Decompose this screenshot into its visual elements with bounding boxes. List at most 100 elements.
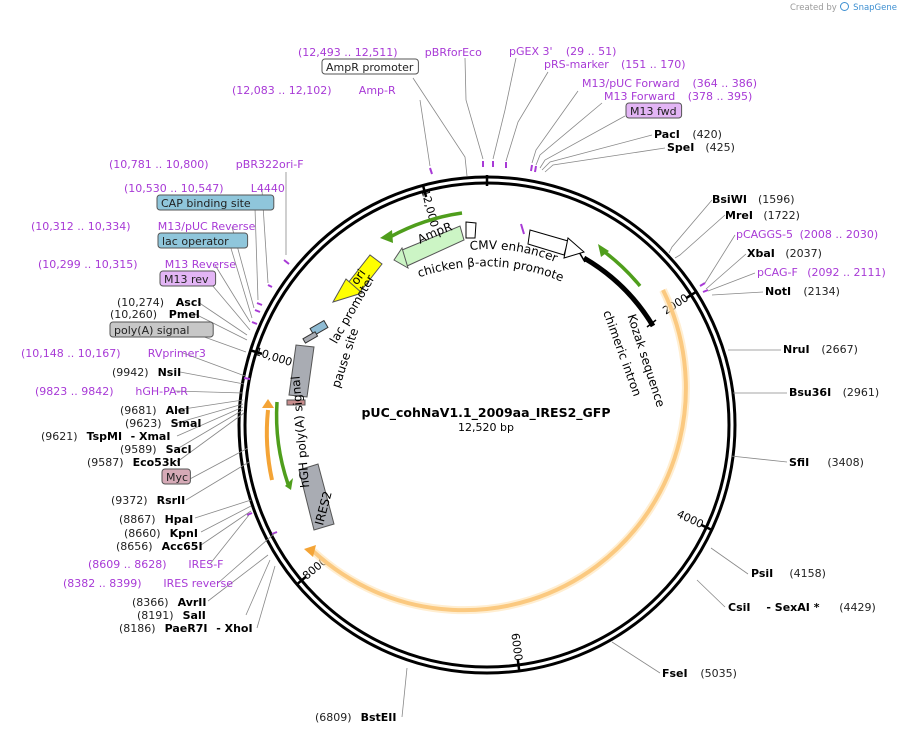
annot-kpni-pos: (8660)	[124, 527, 161, 540]
annot-hgh-pa-r-pos: (9823 .. 9842)	[35, 385, 114, 398]
annot-psii-name: PsiI	[751, 567, 773, 580]
annot-bsteii-pos: (6809)	[315, 711, 352, 724]
annot-tspmi-pos: (9621)	[41, 430, 78, 443]
annot-cap-box-box	[156, 194, 275, 211]
intron-end-tick	[646, 319, 657, 328]
annot-fsei-name: FseI	[662, 667, 688, 680]
annot-pbr322ori-f-pos: (10,781 .. 10,800)	[109, 158, 209, 171]
annot-pcag-f-name: pCAG-F	[757, 266, 798, 279]
annot-m13rev-box-label: M13 rev	[164, 273, 209, 286]
snapgene-credit: Created by SnapGene	[790, 2, 897, 13]
cmv-enhancer-feature	[527, 229, 569, 256]
annot-nsii-name: NsiI	[158, 366, 182, 379]
tick-10000	[250, 349, 263, 356]
annot-m13-rev-name: M13 Reverse	[165, 258, 236, 271]
myc-tag-feature	[286, 399, 306, 406]
annot-ires-reverse-pos: (8382 .. 8399)	[63, 577, 142, 590]
annot-noti-name: NotI	[765, 285, 791, 298]
tick-6000	[516, 658, 521, 672]
annot-paer7i-pos: (8186)	[119, 622, 156, 635]
annot-rvprimer3-pos: (10,148 .. 10,167)	[21, 347, 121, 360]
annot-csii-pos: (4429)	[839, 601, 876, 614]
annot-hpai-name: HpaI	[165, 513, 194, 526]
features-layer	[243, 161, 709, 615]
annot-pmei-name: PmeI	[169, 308, 200, 321]
annot-tspmi-name: TspMI	[87, 430, 123, 443]
annot-avrii-pos: (8366)	[132, 596, 169, 609]
annot-paer7i-extra: - XhoI	[216, 622, 252, 635]
annot-m13puc-rev-name: M13/pUC Reverse	[158, 220, 256, 233]
annot-paci-name: PacI	[654, 128, 680, 141]
annot-tspmi-extra: - XmaI	[131, 430, 171, 443]
annot-bsiwi-pos: (1596)	[758, 193, 795, 206]
annot-polya-box-box	[109, 321, 214, 338]
credit-text: Created by	[789, 3, 837, 13]
ires2-feature	[298, 463, 335, 531]
leader-lines	[173, 57, 788, 718]
annot-m13-fwd-name: M13 Forward	[604, 90, 675, 103]
annot-amp-r-name: Amp-R	[359, 84, 396, 97]
cmv-enhancer-head	[563, 237, 586, 259]
annot-xbai-name: XbaI	[747, 247, 775, 260]
annot-pmei-pos: (10,260)	[110, 308, 157, 321]
annot-lacop-box-label: lac operator	[162, 235, 229, 248]
green-arrow-head-top	[380, 230, 393, 243]
annot-sali-name: SalI	[183, 609, 206, 622]
annot-prs-marker-pos: (151 .. 170)	[621, 58, 686, 71]
annot-noti-pos: (2134)	[803, 285, 840, 298]
green-arrow-top	[389, 211, 463, 239]
annot-polya-box-label: poly(A) signal	[114, 324, 189, 337]
annot-bsu36i-pos: (2961)	[843, 386, 880, 399]
annot-alei-name: AleI	[166, 404, 190, 417]
annot-m13fwd-box-box	[625, 102, 683, 119]
annot-alei-pos: (9681)	[120, 404, 157, 417]
annot-ires-reverse-name: IRES reverse	[163, 577, 233, 590]
annot-m13-fwd-pos: (378 .. 395)	[688, 90, 753, 103]
annot-mrei-name: MreI	[725, 209, 753, 222]
annot-nsii-pos: (9942)	[112, 366, 149, 379]
annot-spei-name: SpeI	[667, 141, 694, 154]
annot-lacop-box-box	[157, 232, 249, 249]
annot-nrui-pos: (2667)	[821, 343, 858, 356]
tick-8000	[296, 575, 307, 586]
orange-cds-arc	[311, 289, 688, 613]
annot-eco53ki-pos: (9587)	[87, 456, 124, 469]
snapgene-logo-icon	[840, 2, 850, 11]
annot-paer7i-name: PaeR7I	[165, 622, 208, 635]
annot-asci-pos: (10,274)	[117, 296, 164, 309]
annot-bsu36i-name: Bsu36I	[789, 386, 831, 399]
annot-amp-r-pos: (12,083 .. 12,102)	[232, 84, 332, 97]
tick-2000	[685, 290, 697, 300]
annot-ampr-promoter-box-box	[321, 58, 419, 75]
annot-ampr-promoter-box-label: AmpR promoter	[326, 61, 414, 74]
annot-pgex3-pos: (29 .. 51)	[566, 45, 617, 58]
annot-pcaggs-5-pos: (2008 .. 2030)	[800, 228, 879, 241]
annot-m13rev-box-box	[159, 270, 217, 287]
feature-label-hgh: hGH poly(A) signal	[288, 376, 312, 489]
annot-m13puc-fwd-pos: (364 .. 386)	[693, 77, 758, 90]
annot-rsrii-name: RsrII	[157, 494, 186, 507]
green-arrow-head-upper-right	[598, 244, 609, 257]
annot-ires-f-name: IRES-F	[188, 558, 223, 571]
plasmid-name: pUC_cohNaV1.1_2009aa_IRES2_GFP	[361, 405, 610, 421]
green-arrow-left	[274, 401, 290, 485]
ampr-promoter-arrow	[465, 221, 477, 239]
chimeric-intron-arc	[582, 255, 656, 328]
annot-fsei-pos: (5035)	[700, 667, 737, 680]
annot-sfii-name: SfiI	[789, 456, 809, 469]
annot-pcaggs-5-name: pCAGGS-5	[736, 228, 793, 241]
green-arrow-upper-right	[600, 248, 642, 288]
orange-cds-arrow-head	[304, 545, 316, 557]
tick-4000	[700, 523, 713, 532]
annot-prs-marker-name: pRS-marker	[544, 58, 609, 71]
annot-psii-pos: (4158)	[789, 567, 826, 580]
tick-label-10000: 10,000	[253, 345, 294, 369]
annot-paci-pos: (420)	[692, 128, 722, 141]
ori-feature-head	[331, 278, 364, 303]
annot-myc-box-box	[161, 468, 191, 485]
annot-xbai-pos: (2037)	[785, 247, 822, 260]
annot-myc-box-label: Myc	[166, 471, 188, 484]
orange-cds-halo	[310, 288, 690, 615]
